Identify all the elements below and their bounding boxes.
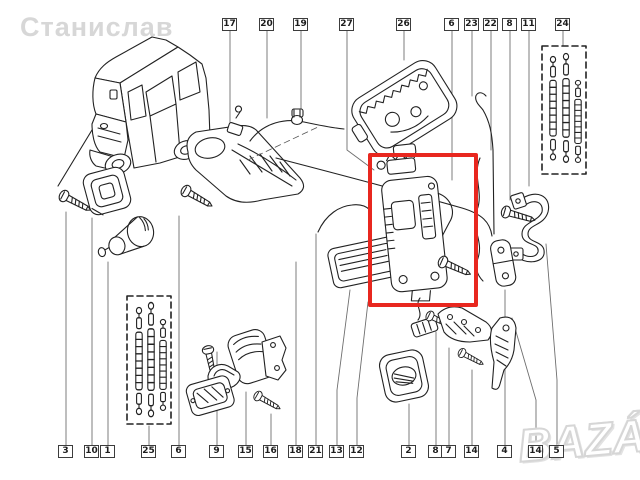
leader-line [545,243,558,446]
lock-cylinder-part [97,216,155,258]
cable-kit-box-left [126,295,172,425]
rod-clip-part [290,108,304,126]
callout-17: 17 [222,18,237,31]
striker-part [490,239,517,287]
watermark-text-top-left: Станислав [20,12,174,42]
callout-12: 12 [349,445,364,458]
leader-line [356,301,369,446]
callout-19: 19 [293,18,308,31]
handle-base-plate-part [185,375,235,417]
connector-plug [410,297,439,338]
latch-lever-part [489,316,517,390]
callout-14: 14 [528,445,543,458]
callout-11: 11 [521,18,536,31]
screw-part [178,183,216,212]
lock-backplate-part [351,60,458,157]
leader-line [346,30,375,171]
callout-7: 7 [441,445,456,458]
interior-handle-bracket-part [261,335,287,381]
callout-1: 1 [100,445,115,458]
callout-15: 15 [238,445,253,458]
lock-lever-part [437,306,493,343]
screw-part [251,389,284,414]
callout-2: 2 [401,445,416,458]
highlight-rect [368,153,478,307]
leader-line [511,317,537,446]
callout-21: 21 [308,445,323,458]
gasket-part [82,166,132,216]
cable-kit-box-right [541,45,587,175]
callout-10: 10 [84,445,99,458]
callout-27: 27 [339,18,354,31]
callout-5: 5 [549,445,564,458]
callout-18: 18 [288,445,303,458]
callout-25: 25 [141,445,156,458]
speaker-gasket-part [378,349,430,403]
exterior-handle-part [186,105,305,203]
callout-9: 9 [209,445,224,458]
callout-3: 3 [58,445,73,458]
callout-20: 20 [259,18,274,31]
callout-26: 26 [396,18,411,31]
door-lock-assembly [376,143,453,302]
callout-8: 8 [502,18,517,31]
callout-6: 6 [171,445,186,458]
callout-13: 13 [329,445,344,458]
callout-6: 6 [444,18,459,31]
leader-line [336,289,351,446]
van-drawing [57,36,211,187]
leader-lines [65,30,564,446]
callout-16: 16 [263,445,278,458]
callout-4: 4 [497,445,512,458]
screw-part [456,346,486,369]
callout-23: 23 [464,18,479,31]
callout-14: 14 [464,445,479,458]
check-strap-part [508,192,550,263]
callout-24: 24 [555,18,570,31]
callout-22: 22 [483,18,498,31]
